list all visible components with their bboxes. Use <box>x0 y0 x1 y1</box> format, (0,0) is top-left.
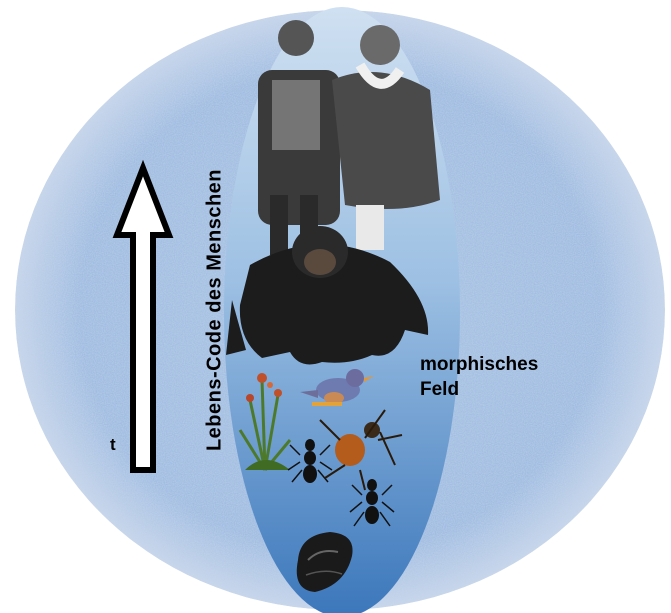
time-label: t <box>110 435 116 455</box>
field-label: morphisches Feld <box>420 352 538 402</box>
vertical-axis-label: Lebens-Code des Menschen <box>204 169 227 451</box>
field-label-line1: morphisches <box>420 352 538 377</box>
field-label-line2: Feld <box>420 377 538 402</box>
